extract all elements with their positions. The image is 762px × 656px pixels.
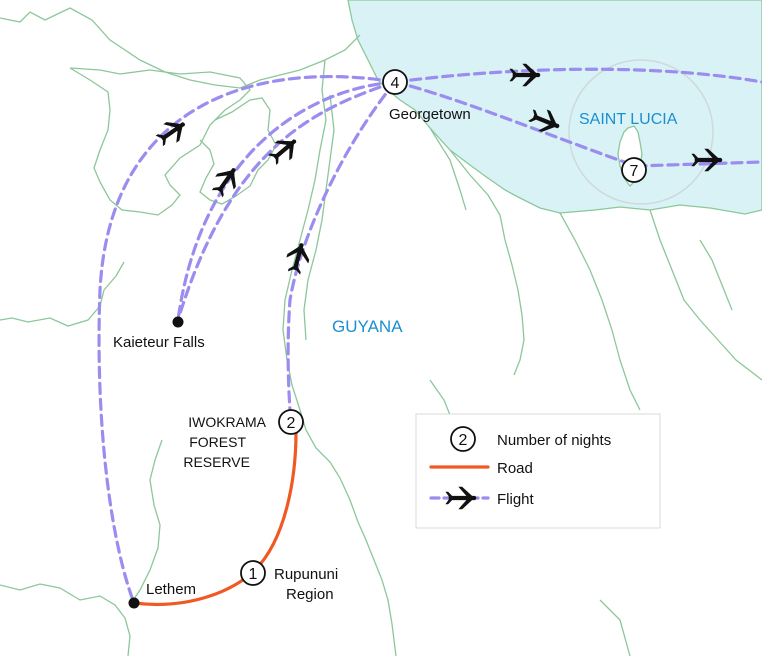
label-guyana: GUYANA xyxy=(332,317,403,336)
circle-number-icon xyxy=(240,560,266,586)
flight-georgetown-iwokrama xyxy=(286,80,397,412)
town-dot-icon xyxy=(172,316,184,328)
stop-georgetown: 4 xyxy=(382,69,408,95)
town-dot-icon xyxy=(128,597,140,609)
legend: 2 Number of nights Road Flight xyxy=(415,413,661,529)
flight-georgetown-kaieteur-a xyxy=(176,80,397,322)
label-rupununi-1: Rupununi xyxy=(274,566,338,583)
stop-saint-lucia: 7 xyxy=(621,157,647,183)
stop-georgetown-nights: 4 xyxy=(391,75,400,92)
flight-georgetown-kaieteur-b xyxy=(176,80,397,322)
label-iwokrama-1: IWOKRAMA xyxy=(188,414,266,430)
flight-georgetown-lethem xyxy=(97,75,397,605)
circle-number-icon xyxy=(382,69,408,95)
circle-number-icon xyxy=(450,426,476,452)
label-kaieteur-falls: Kaieteur Falls xyxy=(113,334,205,351)
label-rupununi-2: Region xyxy=(286,586,334,603)
stop-rupununi: 1 xyxy=(240,560,266,586)
label-lethem: Lethem xyxy=(146,581,196,598)
stop-rupununi-nights: 1 xyxy=(249,566,258,583)
label-iwokrama-3: RESERVE xyxy=(183,454,250,470)
label-georgetown: Georgetown xyxy=(389,106,471,123)
flight-routes xyxy=(97,67,762,605)
legend-nights-sample: 2 xyxy=(459,432,468,449)
flight-georgetown-onward xyxy=(393,67,762,84)
flight-saint-lucia-onward xyxy=(634,160,762,168)
country-borders xyxy=(0,7,762,656)
legend-nights-label: Number of nights xyxy=(497,432,611,449)
plane-icon xyxy=(153,114,191,150)
label-iwokrama-2: FOREST xyxy=(189,434,246,450)
circle-number-icon xyxy=(621,157,647,183)
legend-flight-label: Flight xyxy=(497,491,535,508)
circle-number-icon xyxy=(278,409,304,435)
label-saint-lucia: SAINT LUCIA xyxy=(579,111,678,128)
flight-georgetown-saint-lucia xyxy=(393,80,638,168)
stop-iwokrama: 2 xyxy=(278,409,304,435)
stop-saint-lucia-nights: 7 xyxy=(630,163,639,180)
stop-iwokrama-nights: 2 xyxy=(287,415,296,432)
legend-road-label: Road xyxy=(497,460,533,477)
